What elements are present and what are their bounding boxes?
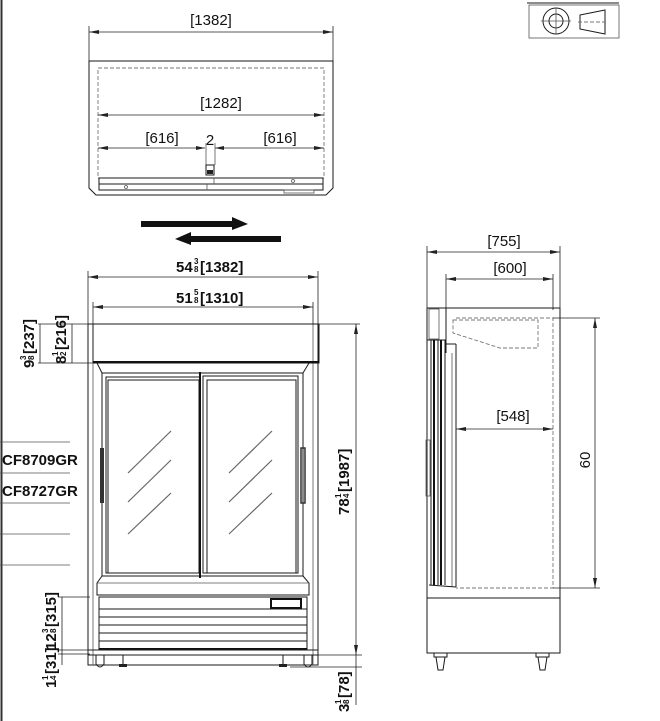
arrow-right-icon (141, 221, 233, 227)
dim-front-overall-mm: [1382] (200, 259, 243, 276)
dim-front-height-whole: 78 (336, 498, 353, 515)
svg-text:2: 2 (59, 351, 68, 356)
dim-side-interior-depth: [548] (496, 408, 529, 425)
svg-text:1: 1 (334, 699, 343, 704)
model-label: CF8727GR (2, 483, 78, 500)
dim-front-height-mm: [1987] (336, 449, 353, 492)
dim-side-overall: [755] (487, 233, 520, 250)
svg-text:1: 1 (51, 351, 60, 356)
svg-text:4: 4 (342, 493, 351, 498)
svg-text:8: 8 (194, 265, 199, 274)
svg-text:3: 3 (41, 628, 50, 633)
model-label: CF8709GR (2, 452, 78, 469)
dim-canopy-inner-whole: 8 (53, 356, 70, 364)
svg-text:3: 3 (194, 257, 199, 266)
dim-canopy-inner-mm: [216] (53, 315, 70, 350)
dim-caster-whole: 3 (336, 704, 353, 712)
dim-top-right-section: [616] (263, 130, 296, 147)
dim-top-inner: [1282] (200, 95, 242, 112)
dim-foot-mm: [31] (43, 647, 60, 674)
dim-top-gap: 2 (206, 132, 214, 149)
dim-front-inner-whole: 51 (176, 290, 193, 307)
svg-text:8: 8 (27, 355, 36, 360)
dim-top-overall: [1382] (190, 12, 232, 29)
dim-foot-whole: 1 (43, 680, 60, 688)
dim-side-interior-height: 60 (577, 452, 594, 469)
dim-front-inner-mm: [1310] (200, 290, 243, 307)
thermostat-display (270, 598, 302, 609)
dim-canopy-outer-mm: [237] (21, 319, 38, 354)
top-view: [1382] [1282] [616] 2 [616] (88, 12, 334, 196)
svg-text:1: 1 (334, 493, 343, 498)
dim-side-body: [600] (493, 260, 526, 277)
dim-base-whole: 12 (43, 633, 60, 650)
sliding-door-arrows (141, 217, 281, 245)
svg-text:5: 5 (194, 288, 199, 297)
svg-text:8: 8 (342, 699, 351, 704)
dim-caster-mm: [78] (336, 671, 353, 698)
dim-canopy-outer-whole: 9 (21, 360, 38, 368)
dim-base-mm: [315] (43, 592, 60, 627)
svg-text:8: 8 (194, 296, 199, 305)
dim-front-overall-whole: 54 (176, 259, 193, 276)
svg-text:8: 8 (49, 628, 58, 633)
model-table: CF8709GR CF8727GR (0, 441, 78, 566)
front-view: 54 3 8 [1382] 51 5 8 [1310] (19, 257, 362, 712)
svg-text:4: 4 (49, 675, 58, 680)
side-view: [755] [600] [548] (425, 233, 600, 671)
svg-text:3: 3 (19, 355, 28, 360)
svg-text:1: 1 (41, 675, 50, 680)
arrow-left-icon (190, 236, 281, 242)
projection-symbol-icon (527, 2, 620, 39)
dim-top-left-section: [616] (145, 130, 178, 147)
